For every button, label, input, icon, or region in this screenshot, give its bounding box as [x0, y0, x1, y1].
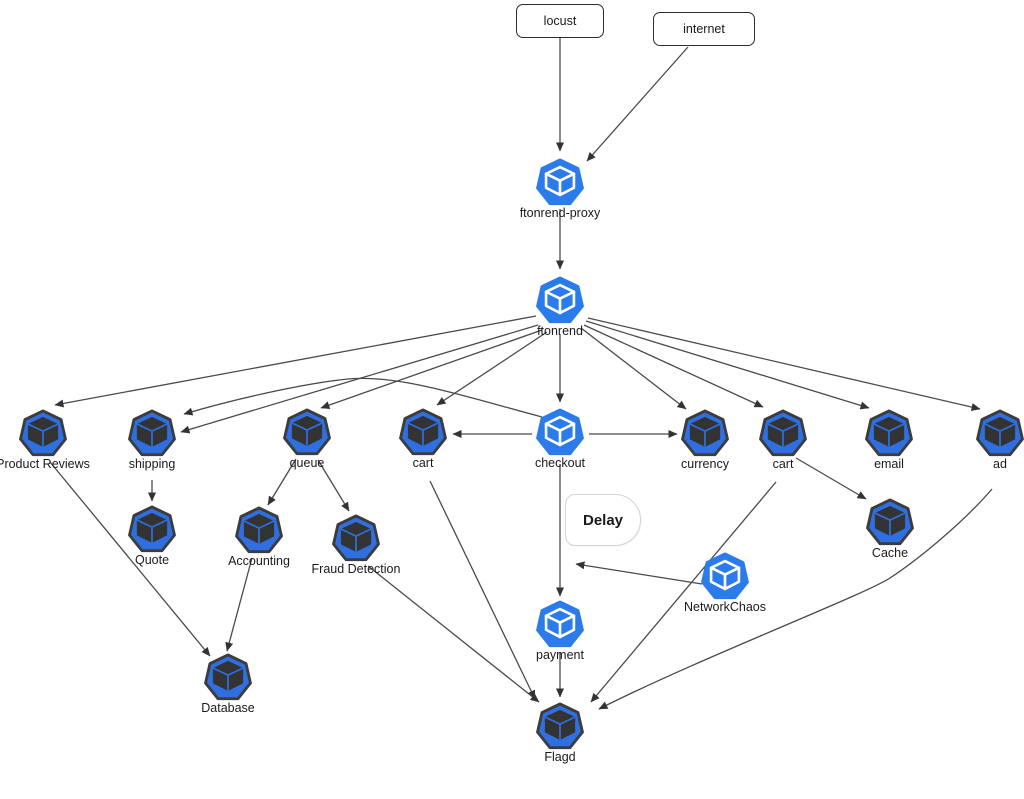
edge-ftonrend-to-product-reviews [54, 315, 537, 408]
box-label-internet: internet [683, 22, 725, 36]
node-email[interactable]: email [865, 409, 913, 471]
box-locust[interactable]: locust [516, 4, 604, 38]
edge-accounting-to-database [225, 557, 253, 652]
node-label-email: email [874, 457, 904, 471]
node-currency[interactable]: currency [681, 409, 729, 471]
pod-dark-icon [283, 408, 331, 456]
pod-dark-icon [128, 505, 176, 553]
node-label-checkout: checkout [534, 456, 586, 470]
edge-product-reviews-to-database [49, 461, 211, 657]
pod-dark-icon [976, 409, 1024, 457]
node-label-database: Database [201, 701, 255, 715]
node-label-currency: currency [681, 457, 729, 471]
pod-light-icon [536, 600, 584, 648]
node-database[interactable]: Database [201, 653, 255, 715]
pod-dark-icon [332, 514, 380, 562]
node-networkchaos[interactable]: NetworkChaos [684, 552, 766, 614]
node-shipping[interactable]: shipping [128, 409, 176, 471]
node-label-ad: ad [993, 457, 1007, 471]
box-label-delay: Delay [582, 511, 624, 529]
edge-ftonrend-to-queue [320, 329, 543, 409]
edge-fraud-detection-to-flagd [367, 565, 540, 703]
box-label-locust: locust [543, 14, 577, 28]
edge-ftonrend-to-ad [587, 317, 981, 411]
pod-dark-icon [681, 409, 729, 457]
node-quote[interactable]: Quote [128, 505, 176, 567]
pod-dark-icon [19, 409, 67, 457]
node-label-queue: queue [289, 456, 325, 470]
node-ftonrend[interactable]: ftonrend [536, 276, 584, 338]
node-cache[interactable]: Cache [866, 498, 914, 560]
pod-dark-icon [866, 498, 914, 546]
node-label-accounting: Accounting [228, 554, 290, 568]
node-payment[interactable]: payment [536, 600, 584, 662]
pod-dark-icon [536, 702, 584, 750]
pod-dark-icon [128, 409, 176, 457]
node-label-cache: Cache [871, 546, 909, 560]
pod-dark-icon [235, 506, 283, 554]
node-fraud-detection[interactable]: Fraud Detection [312, 514, 400, 576]
node-cart[interactable]: cart [399, 408, 447, 470]
node-label-ftonrend-proxy: ftonrend-proxy [519, 206, 601, 220]
edge-ftonrend-to-currency [580, 327, 687, 410]
node-label-payment: payment [536, 648, 584, 662]
node-flagd[interactable]: Flagd [536, 702, 584, 764]
edge-checkout-to-shipping [183, 377, 543, 418]
node-label-ftonrend: ftonrend [537, 324, 583, 338]
node-queue[interactable]: queue [283, 408, 331, 470]
pod-light-icon [536, 158, 584, 206]
edge-ftonrend-to-cart-2 [583, 324, 764, 408]
edge-networkchaos-to-payment-link [575, 561, 703, 585]
node-label-cart: cart [412, 456, 434, 470]
node-cart-2[interactable]: cart [759, 409, 807, 471]
pod-dark-icon [865, 409, 913, 457]
pod-dark-icon [759, 409, 807, 457]
node-ftonrend-proxy[interactable]: ftonrend-proxy [520, 158, 600, 220]
delay-shape[interactable]: Delay [565, 494, 641, 546]
node-checkout[interactable]: checkout [535, 408, 585, 470]
edge-ftonrend-to-email [585, 320, 870, 410]
edge-ad-to-flagd [598, 488, 993, 710]
box-internet[interactable]: internet [653, 12, 755, 46]
node-ad[interactable]: ad [976, 409, 1024, 471]
pod-dark-icon [399, 408, 447, 456]
node-label-flagd: Flagd [544, 750, 576, 764]
node-label-cart-2: cart [772, 457, 794, 471]
pod-dark-icon [204, 653, 252, 701]
node-product-reviews[interactable]: Product Reviews [0, 409, 90, 471]
edge-cart-2-to-cache [795, 457, 867, 500]
node-label-quote: Quote [134, 553, 170, 567]
edge-ftonrend-to-cart [436, 331, 548, 406]
node-accounting[interactable]: Accounting [228, 506, 290, 568]
pod-light-icon [701, 552, 749, 600]
node-label-shipping: shipping [128, 457, 176, 471]
node-label-product-reviews: Product Reviews [0, 457, 90, 471]
node-label-fraud-detection: Fraud Detection [311, 562, 401, 576]
edge-ftonrend-to-shipping [180, 324, 539, 434]
edge-internet-to-ftonrend-proxy [586, 46, 689, 162]
pod-light-icon [536, 408, 584, 456]
pod-light-icon [536, 276, 584, 324]
node-label-networkchaos: NetworkChaos [684, 600, 766, 614]
edge-cart-to-flagd [429, 480, 536, 700]
